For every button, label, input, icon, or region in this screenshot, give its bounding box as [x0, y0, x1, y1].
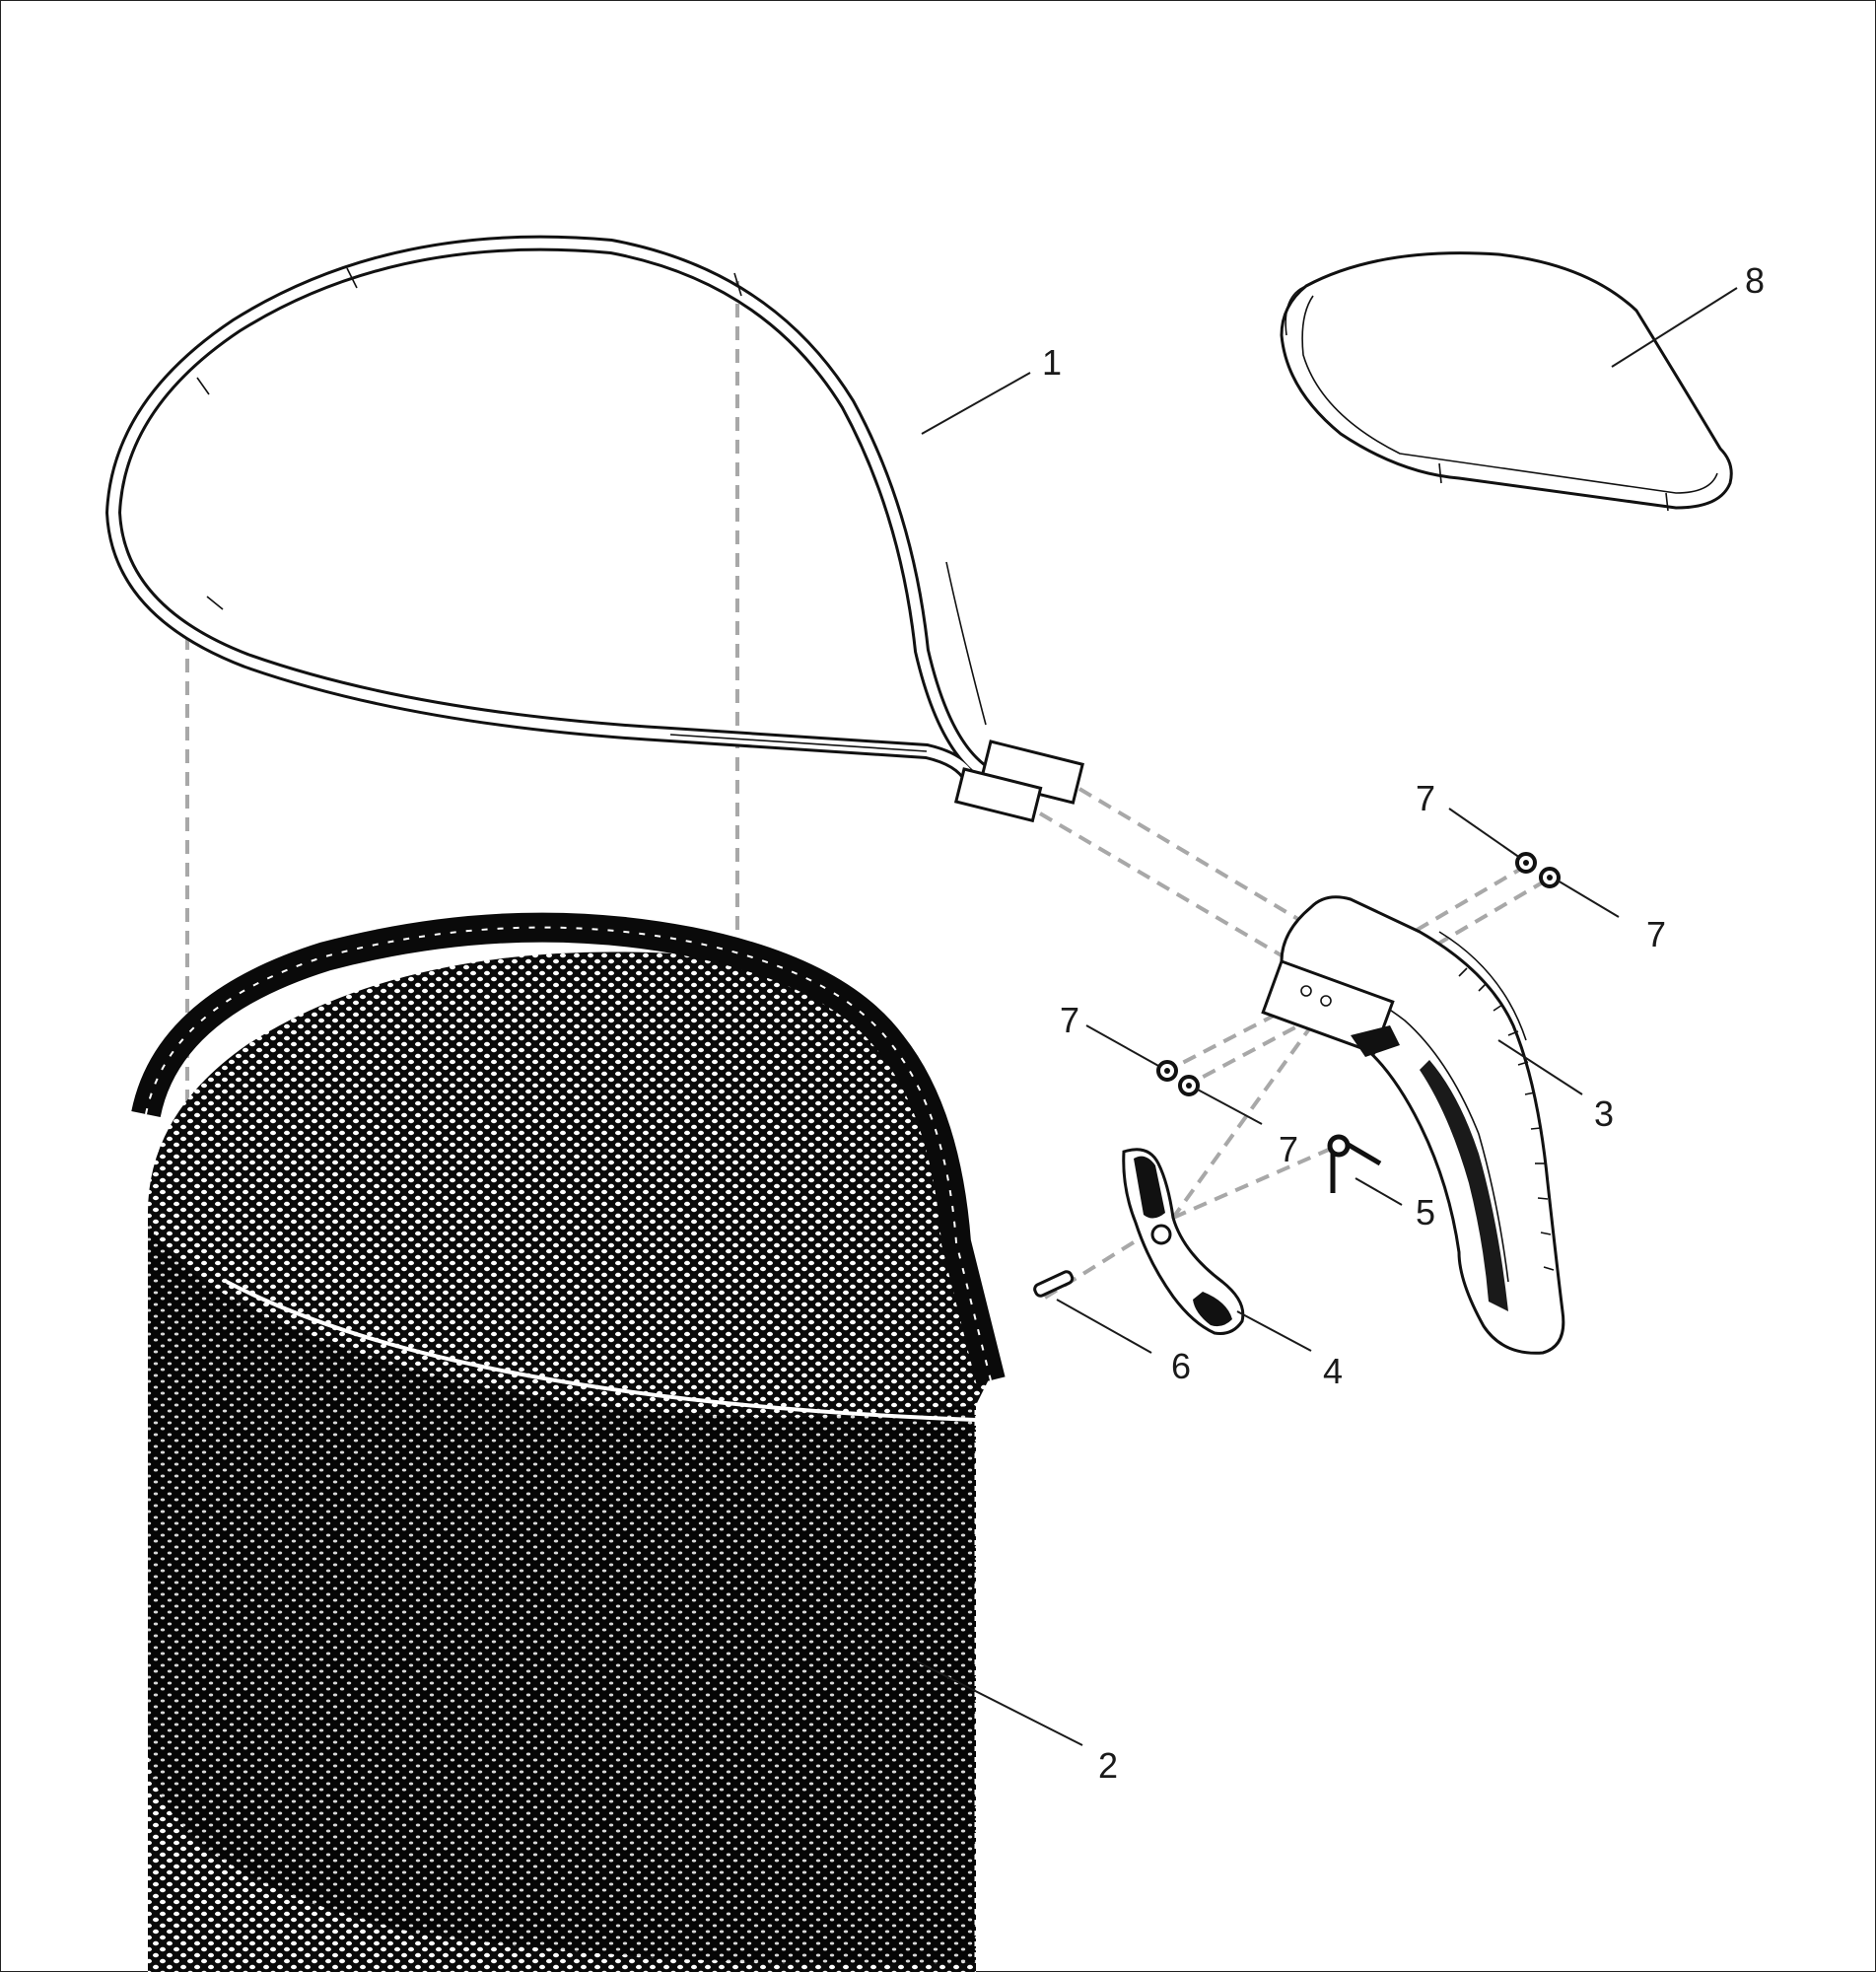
- frame-arm-upper: [945, 561, 987, 726]
- leader-8: [1611, 287, 1738, 368]
- callout-1: 1: [1042, 342, 1062, 383]
- mesh-net: [131, 912, 1006, 1972]
- handle-bolt-hole: [1320, 995, 1332, 1007]
- leader-7d: [1195, 1088, 1263, 1125]
- guide-line-frame-to-handle-2: [1038, 811, 1293, 963]
- frame-segment-joint: [196, 377, 210, 395]
- frame-connector-lower: [953, 767, 1043, 823]
- callout-4: 4: [1323, 1351, 1343, 1391]
- leader-7c: [1085, 1024, 1161, 1068]
- latch-lever: [1122, 1148, 1245, 1335]
- leader-7b: [1557, 880, 1620, 918]
- callout-7-upper-right: 7: [1646, 914, 1666, 954]
- leader-2: [916, 1660, 1083, 1746]
- frame-arm-lower: [669, 734, 928, 752]
- leader-3: [1497, 1039, 1583, 1095]
- leader-5: [1355, 1177, 1403, 1206]
- handle-grip-ticks: [1458, 967, 1555, 1271]
- leader-lines: [916, 287, 1738, 1746]
- hoop-frame: [104, 235, 1084, 823]
- frame-segment-joint: [206, 596, 224, 610]
- handle-trigger-slot: [1351, 1025, 1400, 1057]
- frame-segment-joint: [346, 267, 358, 289]
- callout-5: 5: [1416, 1192, 1435, 1232]
- guide-line-frame-to-handle-1: [1077, 787, 1313, 929]
- handle: [1261, 895, 1565, 1355]
- callout-7-lower-left: 7: [1060, 1000, 1079, 1040]
- guide-line-nut-lower-right: [1182, 1012, 1322, 1090]
- callout-6: 6: [1171, 1346, 1191, 1386]
- guide-line-nut-lower-left: [1162, 997, 1307, 1075]
- callout-7-upper-left: 7: [1416, 778, 1435, 818]
- callout-2: 2: [1098, 1745, 1118, 1786]
- spring: [1327, 1134, 1382, 1193]
- leader-7a: [1448, 808, 1521, 859]
- leader-6: [1056, 1299, 1152, 1354]
- callout-labels: 1 2 3 4 5 6 7 7 7 7 8: [1042, 260, 1765, 1786]
- guide-line-handle-to-lever: [1171, 1004, 1328, 1220]
- pin: [1033, 1270, 1075, 1298]
- leader-1: [921, 372, 1031, 435]
- callout-8: 8: [1745, 260, 1765, 301]
- handle-bolt-hole: [1300, 985, 1312, 997]
- nuts: [1156, 852, 1561, 1096]
- lever-pivot-hole: [1150, 1224, 1172, 1245]
- cover-pad: [1280, 251, 1733, 512]
- leader-4: [1236, 1310, 1312, 1352]
- callout-7-lower-right: 7: [1279, 1129, 1298, 1169]
- callout-3: 3: [1594, 1093, 1614, 1134]
- frame-segment-joint: [733, 272, 742, 297]
- guide-line-spring: [1172, 1147, 1332, 1220]
